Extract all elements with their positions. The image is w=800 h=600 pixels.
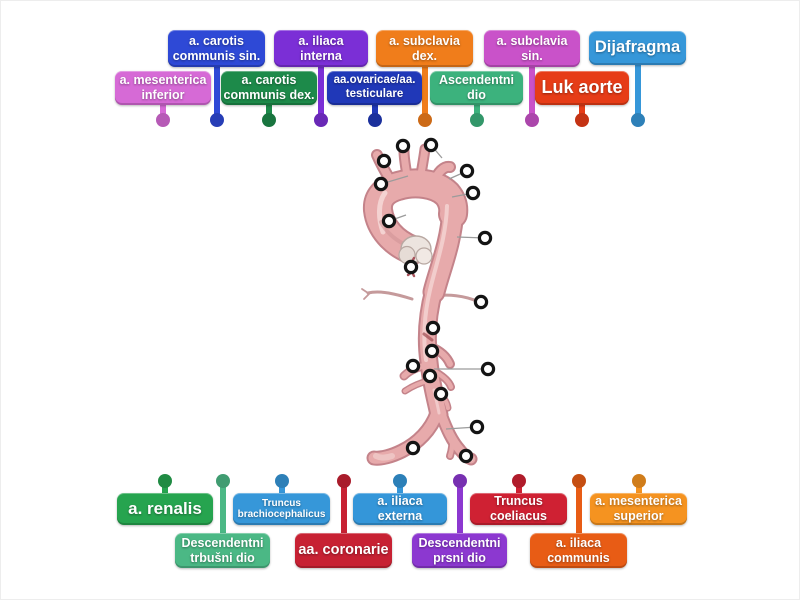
answer-pin[interactable] [433, 386, 449, 402]
chip-ascendentni-dio[interactable]: Ascendentni dio [430, 71, 523, 127]
chip-stem [278, 478, 285, 505]
answer-pin[interactable] [403, 259, 419, 275]
chip-stem [160, 95, 166, 120]
answer-pin[interactable] [469, 419, 485, 435]
chip-dot [156, 113, 170, 127]
aorta-illustration [361, 143, 484, 466]
chip-stem [397, 478, 403, 505]
chip-label: a. iliaca externa [377, 494, 423, 523]
answer-pin[interactable] [459, 163, 475, 179]
chip-dot [336, 474, 351, 488]
chip-stem [529, 55, 535, 120]
answer-pin[interactable] [423, 137, 439, 153]
chip-label: Dijafragma [594, 38, 681, 57]
chip-label: a. carotis communis dex. [223, 73, 315, 102]
chip-label: a. renalis [128, 498, 202, 518]
chip-dot [158, 474, 172, 488]
chip-a-iliaca-communis[interactable]: a. iliaca communis [530, 474, 627, 568]
chip-dot [393, 474, 407, 488]
chip-truncus-brachiocephalicus[interactable]: Truncus brachiocephalicus [233, 474, 330, 525]
chip-aa-ovaricae-testiculare[interactable]: aa.ovaricae/aa. testiculare [327, 71, 422, 127]
answer-pin[interactable] [376, 153, 392, 169]
chip-stem [473, 95, 480, 120]
answer-pin[interactable] [405, 358, 421, 374]
chip-stem [162, 478, 168, 505]
answer-pin[interactable] [477, 230, 493, 246]
chip-a-iliaca-interna[interactable]: a. iliaca interna [274, 30, 368, 127]
chip-a-subclavia-sin[interactable]: a. subclavia sin. [484, 30, 580, 127]
chip-label: Descendentni trbušni dio [181, 535, 264, 565]
chip-stem [213, 55, 220, 120]
chip-label: Luk aorte [541, 77, 623, 98]
chip-truncus-coeliacus[interactable]: Truncus coeliacus [470, 474, 567, 525]
chip-dot [274, 474, 289, 488]
chip-label: a. mesenterica inferior [119, 73, 207, 102]
chip-a-carotis-communis-sin[interactable]: a. carotis communis sin. [168, 30, 265, 127]
chip-dijafragma[interactable]: Dijafragma [589, 31, 686, 127]
chip-stem [634, 55, 641, 120]
chip-dot [314, 113, 328, 127]
answer-pins-layer [373, 137, 496, 464]
chip-dot [469, 113, 484, 127]
chip-dot [511, 474, 526, 488]
chip-label: aa. coronarie [298, 541, 389, 558]
answer-pin[interactable] [381, 213, 397, 229]
chip-a-carotis-communis-dex[interactable]: a. carotis communis dex. [221, 71, 317, 127]
chip-label: Ascendentni dio [438, 73, 514, 102]
answer-pin[interactable] [422, 368, 438, 384]
chip-stem [635, 478, 642, 505]
chip-a-mesenterica-superior[interactable]: a. mesenterica superior [590, 474, 687, 525]
chip-label: a. subclavia dex. [389, 33, 460, 63]
chip-descendentni-trbusni-dio[interactable]: Descendentni trbušni dio [175, 474, 270, 568]
chip-label: aa.ovaricae/aa. testiculare [333, 74, 416, 100]
chip-dot [209, 113, 224, 127]
answer-pin[interactable] [405, 440, 421, 456]
chip-aa-coronarie[interactable]: aa. coronarie [295, 474, 392, 568]
chip-dot [630, 113, 645, 127]
chip-label: a. mesenterica superior [595, 494, 682, 523]
answer-pin[interactable] [465, 185, 481, 201]
answer-pin[interactable] [473, 294, 489, 310]
chip-stem [371, 95, 378, 120]
chip-label: a. iliaca interna [298, 33, 344, 63]
chip-dot [262, 113, 276, 127]
chip-stem [318, 55, 324, 120]
chip-stem [575, 478, 582, 545]
answer-pin[interactable] [395, 138, 411, 154]
chip-stem [579, 95, 585, 120]
answer-pin[interactable] [373, 176, 389, 192]
chip-dot [452, 474, 467, 488]
chip-label: Truncus coeliacus [490, 494, 547, 523]
chip-dot [571, 474, 586, 488]
answer-pin[interactable] [424, 343, 440, 359]
chip-label: a. carotis communis sin. [172, 33, 261, 63]
chip-a-iliaca-externa[interactable]: a. iliaca externa [353, 474, 447, 525]
chip-a-mesenterica-inferior[interactable]: a. mesenterica inferior [115, 71, 211, 127]
chip-dot [575, 113, 589, 127]
chip-stem [421, 55, 428, 120]
chip-dot [417, 113, 432, 127]
chip-dot [525, 113, 539, 127]
chip-stem [456, 478, 463, 545]
chip-dot [631, 474, 646, 488]
chip-stem [515, 478, 522, 505]
answer-pin[interactable] [480, 361, 496, 377]
chip-label: Descendentni prsni dio [418, 535, 501, 565]
answer-pin[interactable] [425, 320, 441, 336]
chip-label: a. subclavia sin. [496, 33, 568, 63]
answer-pin[interactable] [458, 448, 474, 464]
chip-descendentni-prsni-dio[interactable]: Descendentni prsni dio [412, 474, 507, 568]
chip-a-renalis[interactable]: a. renalis [117, 474, 213, 525]
chip-label: Truncus brachiocephalicus [237, 497, 326, 521]
chip-stem [340, 478, 347, 545]
chip-a-subclavia-dex[interactable]: a. subclavia dex. [376, 30, 473, 127]
chip-dot [367, 113, 382, 127]
chip-stem [219, 478, 226, 545]
chip-label: a. iliaca communis [547, 535, 610, 565]
chip-luk-aorte[interactable]: Luk aorte [535, 71, 629, 127]
chip-stem [266, 95, 272, 120]
chip-dot [215, 474, 230, 488]
